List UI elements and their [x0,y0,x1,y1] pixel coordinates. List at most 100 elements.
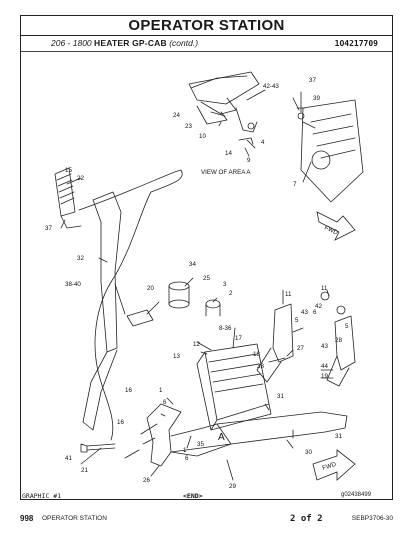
cylinder-bottom [168,299,190,309]
heater-base [210,403,272,431]
callout: 6 [163,399,167,406]
section-number: 206 - 1800 [51,38,92,48]
area-marker: A [218,432,225,443]
callout: 8-36 [219,325,232,332]
callout: 44 [321,363,328,370]
callout: 6 [185,455,189,462]
doc-number: SEBP3706-30 [351,515,393,522]
hose-clip [238,137,254,145]
callout: 11 [285,291,292,298]
callout: 11 [321,285,328,292]
section-suffix: (contd.) [169,38,199,48]
page-title: OPERATOR STATION [21,16,392,36]
section-name: HEATER GP-CAB [94,38,167,48]
callout: 42 [315,303,322,310]
graphic-ref: g02438499 [341,492,372,498]
outlet-ring-2 [336,305,346,315]
callout: 23 [185,123,192,130]
callout: 4 [261,139,265,146]
bracket-edge [190,75,248,89]
lower-duct-line [82,349,118,431]
callout: 31 [335,433,342,440]
callout-leaders [60,89,334,481]
ring-seal-body [205,303,221,317]
callout: 32 [77,255,84,262]
clamp-bolt [247,122,255,130]
callout: 29 [229,483,236,490]
floor-duct [216,411,348,445]
callout: 30 [305,449,312,456]
cylinder-top [168,281,190,291]
callout: 1 [183,447,187,454]
callout: 19 [321,373,328,380]
page-footer: 998 OPERATOR STATION 2 of 2 SEBP3706-30 [20,514,393,526]
page-count: 2 of 2 [290,514,323,524]
area-a-housing [300,99,364,203]
callout: 28 [335,337,342,344]
callout: 27 [297,345,304,352]
floor-duct-left [170,423,232,457]
left-air-duct [92,191,122,353]
filter-element [54,167,76,217]
right-duct-upper [272,303,294,363]
callout: 1 [159,387,163,394]
callout: 13 [173,353,180,360]
callout: 17 [235,335,242,342]
callout: 18 [253,351,260,358]
part-number: 1O4217709 [334,39,378,48]
page-number: 998 [20,514,34,523]
footer-title: OPERATOR STATION [42,515,107,522]
clip-bracket [126,309,154,327]
filter-seal [60,215,82,229]
y-connector-duct [146,403,182,467]
callout: 5 [295,317,299,324]
end-marker: <END> [183,492,203,500]
wire-harness [78,169,183,441]
far-right-duct [334,315,356,371]
callout: 35 [197,441,204,448]
fwd-arrow-top [316,211,356,241]
callout: 16 [117,419,124,426]
callout: 33 [257,363,264,370]
callout: 34 [189,261,196,268]
leader-line [80,447,102,465]
callout: 38-40 [65,281,81,288]
cylinder-sides [168,285,190,305]
right-duct-lower [256,347,282,383]
callout: 21 [81,467,88,474]
callout: 39 [313,95,320,102]
far-right-duct-end [326,355,350,387]
callout: 6 [313,309,317,316]
grommet [297,112,305,120]
callout: 12 [193,341,200,348]
callout: 14 [225,150,232,157]
callout: 26 [143,477,150,484]
callout: 7 [293,181,297,188]
filter-pleats [56,173,75,205]
callout: 43 [321,343,328,350]
callout: 42-43 [263,83,279,90]
y-connector-detail [140,423,158,445]
diagram-canvas: FWD FWD VIEW OF AREA A A 42-43 39 37 24 … [45,71,364,490]
callout: 22 [77,175,84,182]
area-a-lead [302,161,312,183]
callout: 10 [199,133,206,140]
callout: 43 [301,309,308,316]
section-header: 206 - 1800 HEATER GP-CAB (contd.) 1O4217… [21,36,392,52]
fwd-label-bottom: FWD [321,461,337,472]
exploded-parts-diagram: FWD FWD VIEW OF AREA A A 42-43 39 37 24 … [21,52,392,499]
ring-seal [205,299,221,309]
callout: 2 [229,290,233,297]
bracket-shape [188,71,260,105]
callout: 31 [277,393,284,400]
callout: 3 [223,281,227,288]
heater-core-fins [208,353,264,393]
area-a-fan [311,150,331,170]
callout: 37 [309,77,316,84]
callout: 16 [125,387,132,394]
area-a-fins [310,113,356,159]
bracket-plate [200,97,237,115]
callout: 9 [247,157,251,164]
section-heading: 206 - 1800 HEATER GP-CAB (contd.) [51,36,198,51]
graphic-label: GRAPHIC #1 [22,492,62,500]
